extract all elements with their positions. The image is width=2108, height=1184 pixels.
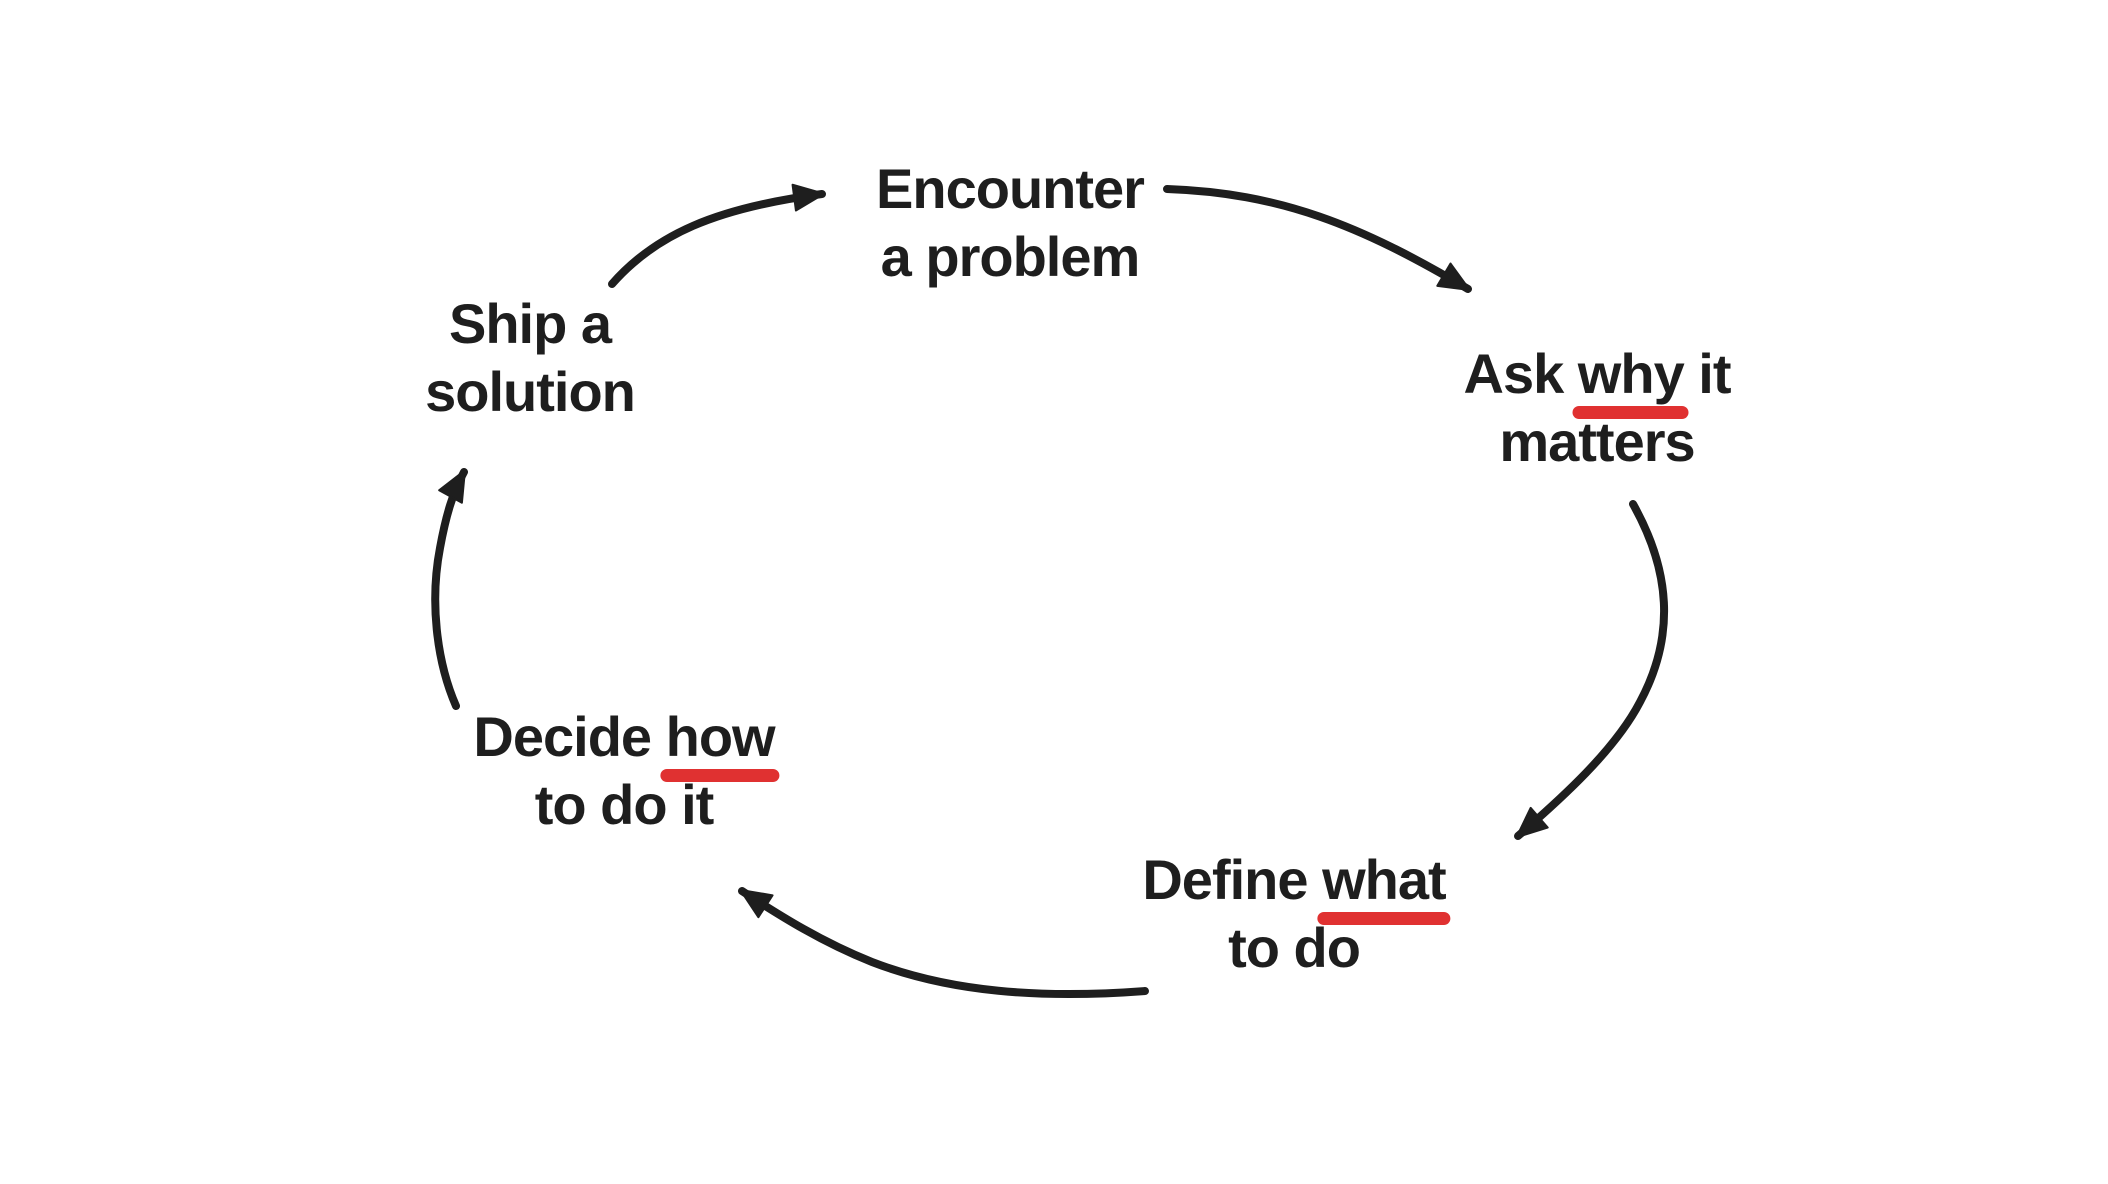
node-text-line: solution xyxy=(425,360,636,423)
node-text-line: to do xyxy=(1228,916,1361,979)
node-text: Ask xyxy=(1463,342,1578,405)
node-encounter-a-problem: Encounter a problem xyxy=(876,155,1145,291)
node-text: Decide xyxy=(473,705,666,768)
node-text-line: to do it xyxy=(534,773,715,836)
node-text-line: a problem xyxy=(880,225,1141,288)
node-text: it xyxy=(1683,342,1731,405)
arrow-ask-to-define xyxy=(1514,500,1669,840)
arrow-define-to-decide xyxy=(738,887,1149,999)
arrow-ship-to-encounter xyxy=(608,183,826,288)
node-text-line: Ask why it xyxy=(1463,340,1731,419)
node-ship-a-solution: Ship a solution xyxy=(425,290,636,426)
node-text-line: matters xyxy=(1499,410,1695,473)
node-text: Define xyxy=(1142,848,1323,911)
node-decide-how-to-do-it: Decide how to do it xyxy=(473,703,780,839)
emphasis-how: how xyxy=(660,703,780,782)
node-text-line: Define what xyxy=(1142,846,1451,925)
arrow-decide-to-ship xyxy=(431,468,468,710)
emphasis-why: why xyxy=(1572,340,1689,419)
emphasis-what: what xyxy=(1317,846,1451,925)
node-text-line: Ship a xyxy=(448,292,612,355)
node-text-line: Decide how xyxy=(473,703,780,782)
arrow-encounter-to-ask xyxy=(1163,185,1472,293)
node-text-line: Encounter xyxy=(876,157,1145,220)
node-ask-why-it-matters: Ask why it matters xyxy=(1463,340,1732,476)
node-define-what-to-do: Define what to do xyxy=(1142,846,1451,982)
